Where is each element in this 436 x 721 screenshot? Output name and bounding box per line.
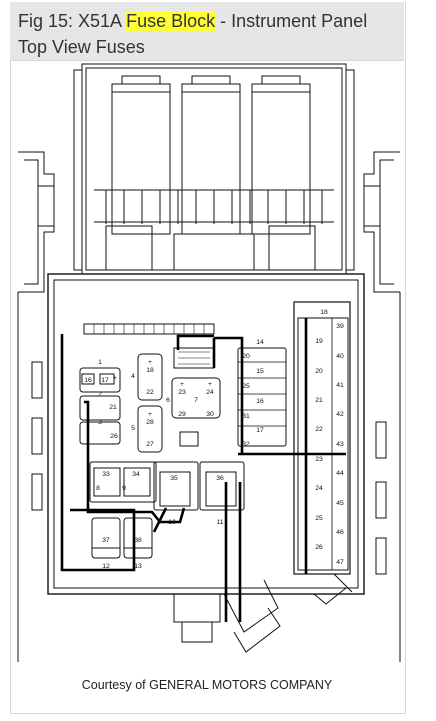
fuse-label-26b: 26 <box>315 544 323 551</box>
fuse-label-41: 41 <box>336 382 344 389</box>
fuse-label-34: 34 <box>132 471 140 478</box>
fuse-label-22: 22 <box>146 389 154 396</box>
fuse-group-18-28 <box>137 353 163 453</box>
fuse-block-body <box>47 273 365 595</box>
bottom-latch <box>173 573 353 653</box>
fuse-label-22b: 22 <box>315 426 323 433</box>
relay-group-12-13 <box>91 517 153 559</box>
fuse-label-17b: 17 <box>256 427 264 434</box>
fuse-label-18: 18 <box>146 367 154 374</box>
fuse-label-35: 35 <box>170 475 178 482</box>
fuse-label-32: 32 <box>242 441 250 448</box>
fuse-label-42: 42 <box>336 411 344 418</box>
left-mounting-bracket <box>17 151 55 662</box>
plus-sign-23: + <box>180 381 184 388</box>
fuse-label-20b: 20 <box>315 368 323 375</box>
fuse-block-diagram: 1 16 17 + 2 21 3 26 4 + 18 22 5 + 28 27 … <box>17 63 401 662</box>
fuse-label-20: 20 <box>242 353 250 360</box>
fuse-label-25: 25 <box>242 383 250 390</box>
caption-suffix: - Instrument Panel <box>215 11 368 31</box>
fuse-label-16: 16 <box>84 377 92 384</box>
fuse-label-40: 40 <box>336 353 344 360</box>
fuse-label-38: 38 <box>134 537 142 544</box>
fuse-label-39: 39 <box>336 323 344 330</box>
fuse-label-8: 8 <box>96 485 100 492</box>
highlight-trace <box>60 318 346 622</box>
plus-sign-28: + <box>148 411 152 418</box>
top-connector-housing <box>73 63 355 275</box>
credit-line: Courtesy of GENERAL MOTORS COMPANY <box>81 678 333 692</box>
fuse-label-23: 23 <box>178 389 186 396</box>
fuse-label-21: 21 <box>109 404 117 411</box>
relay-group-8-11 <box>89 461 245 511</box>
fuse-label-45: 45 <box>336 500 344 507</box>
fuse-label-4: 4 <box>131 373 135 380</box>
fuse-label-36: 36 <box>216 475 224 482</box>
fuse-label-15: 15 <box>256 368 264 375</box>
fuse-label-13: 13 <box>134 563 142 570</box>
fuse-group-1-3 <box>79 367 121 445</box>
fuse-label-6: 6 <box>166 397 170 404</box>
fuse-label-10: 10 <box>168 519 176 526</box>
plus-sign-24: + <box>208 381 212 388</box>
fuse-block-inner-wall <box>53 279 359 589</box>
fuse-label-5: 5 <box>131 425 135 432</box>
fuse-label-3: 3 <box>98 419 102 426</box>
fuse-label-24: 24 <box>206 389 214 396</box>
fuse-label-31: 31 <box>242 413 250 420</box>
fuse-label-23b: 23 <box>315 456 323 463</box>
fuse-label-18b: 18 <box>320 309 328 316</box>
fuse-label-24b: 24 <box>315 485 323 492</box>
fuse-label-30: 30 <box>206 411 214 418</box>
relay-slot <box>179 431 199 447</box>
plus-sign-18: + <box>148 359 152 366</box>
fuse-label-16b: 16 <box>256 398 264 405</box>
fuse-label-43: 43 <box>336 441 344 448</box>
caption-line2: Top View Fuses <box>18 37 145 57</box>
fuse-label-44: 44 <box>336 470 344 477</box>
fuse-label-29: 29 <box>178 411 186 418</box>
plus-sign-17: + <box>113 375 117 382</box>
figure-caption: Fig 15: X51A Fuse Block - Instrument Pan… <box>18 8 398 60</box>
caption-prefix: Fig 15: X51A <box>18 11 127 31</box>
top-terminal-strip <box>83 323 215 335</box>
fuse-label-7: 7 <box>194 397 198 404</box>
right-mounting-bracket <box>363 151 401 662</box>
fuse-label-46: 46 <box>336 529 344 536</box>
fuse-label-27: 27 <box>146 441 154 448</box>
fuse-label-21b: 21 <box>315 397 323 404</box>
fuse-label-37: 37 <box>102 537 110 544</box>
fuse-label-17: 17 <box>101 377 109 384</box>
fuse-label-2: 2 <box>98 391 102 398</box>
fuse-label-11: 11 <box>216 519 223 526</box>
fuse-label-47: 47 <box>336 559 344 566</box>
fuse-label-28: 28 <box>146 419 154 426</box>
fuse-label-26: 26 <box>110 433 118 440</box>
fuse-label-12: 12 <box>102 563 110 570</box>
fuse-label-33: 33 <box>102 471 110 478</box>
fuse-group-20-32 <box>237 347 287 447</box>
fuse-label-9: 9 <box>122 485 126 492</box>
fuse-label-25b: 25 <box>315 515 323 522</box>
fuse-label-1: 1 <box>98 359 102 366</box>
fuse-label-14: 14 <box>256 339 264 346</box>
caption-highlight: Fuse Block <box>126 11 216 31</box>
fuse-group-23-30 <box>171 377 221 419</box>
fuse-label-19: 19 <box>315 338 323 345</box>
connector-14 <box>173 347 215 369</box>
